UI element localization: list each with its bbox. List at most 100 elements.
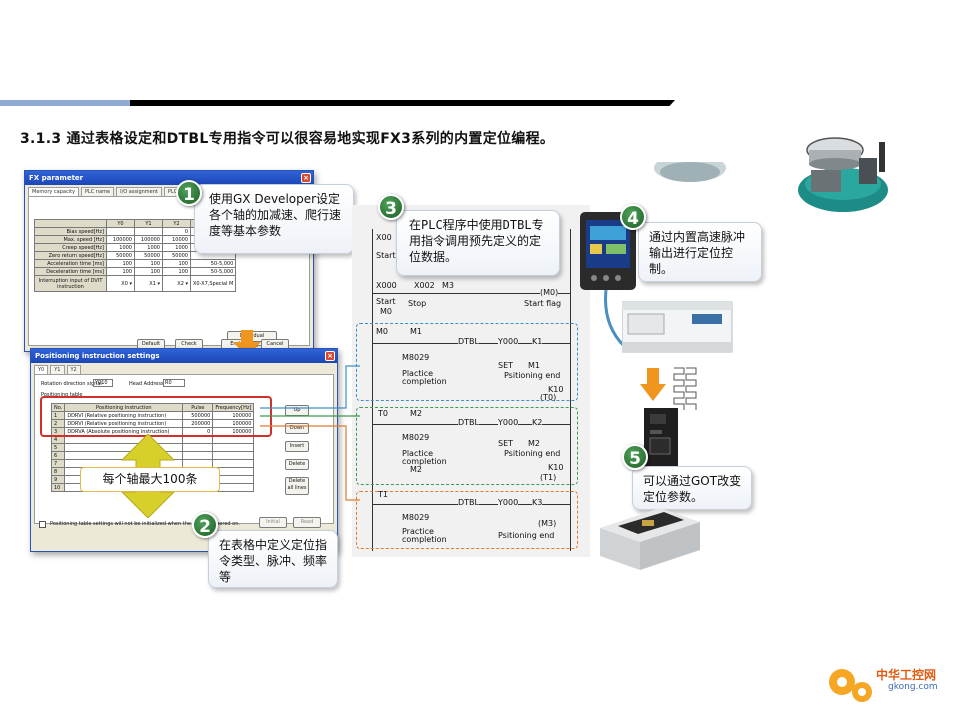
delete-all-lines-button[interactable]: Delete all lines bbox=[285, 477, 309, 495]
cell-input[interactable]: 100 bbox=[134, 259, 163, 268]
pos-window-title: Positioning instruction settings bbox=[35, 352, 160, 360]
cell-input[interactable]: 100 bbox=[134, 267, 163, 276]
delete-button[interactable]: Delete bbox=[285, 459, 309, 470]
cell-input[interactable]: 1000 bbox=[134, 243, 163, 252]
tab-y0[interactable]: Y0 bbox=[34, 365, 49, 374]
ladder-label: Psitioning end bbox=[498, 531, 555, 540]
ladder-contact-label: M8029 bbox=[402, 433, 430, 442]
cell-input[interactable]: 100000 bbox=[106, 235, 135, 244]
cell-input[interactable]: 100000 bbox=[134, 235, 163, 244]
tab-y1[interactable]: Y1 bbox=[50, 365, 65, 374]
insert-button[interactable]: Insert bbox=[285, 441, 309, 452]
cell-input[interactable] bbox=[134, 227, 163, 236]
initial-button[interactable]: Initial bbox=[259, 517, 287, 528]
step-badge-4: 4 bbox=[620, 204, 646, 230]
cell-input[interactable]: 100 bbox=[162, 267, 191, 276]
ladder-coil: (M3) bbox=[538, 519, 557, 528]
header-cell bbox=[34, 219, 107, 228]
select-value: X1 bbox=[149, 280, 156, 287]
row-label: Interruption input of DVIT instruction bbox=[34, 275, 107, 292]
close-icon[interactable]: × bbox=[325, 351, 335, 361]
step-badge-2: 2 bbox=[192, 512, 218, 538]
step-badge-3: 3 bbox=[378, 194, 404, 220]
init-checkbox[interactable] bbox=[39, 521, 46, 528]
cell-input[interactable]: 50000 bbox=[162, 251, 191, 260]
ladder-instruction: SET bbox=[498, 361, 514, 370]
ladder-operand: M2 bbox=[528, 439, 540, 448]
header-cell: Y0 bbox=[106, 219, 135, 228]
ladder-contact-label: M0 bbox=[380, 307, 392, 316]
pulse-cell[interactable] bbox=[182, 443, 214, 452]
gear-logo-icon bbox=[829, 669, 872, 702]
read-button[interactable]: Read bbox=[293, 517, 321, 528]
cell-select[interactable]: X1 ▾ bbox=[134, 275, 163, 292]
ladder-label: Psitioning end bbox=[504, 371, 561, 380]
cell-select[interactable]: X0 ▾ bbox=[106, 275, 135, 292]
cell-input[interactable]: 100 bbox=[106, 267, 135, 276]
ladder-contact-label: M0 bbox=[376, 327, 388, 336]
frequency-cell[interactable] bbox=[212, 459, 255, 468]
ladder-label: Start bbox=[376, 297, 396, 306]
ladder-contact-label: M8029 bbox=[402, 353, 430, 362]
callout-2: 在表格中定义定位指令类型、脉冲、频率等 bbox=[208, 530, 338, 588]
linear-stage-image bbox=[600, 508, 700, 570]
table-row: Acceleration time [ms] 100 100 100 50-5,… bbox=[34, 259, 237, 268]
ladder-operand: Y000 bbox=[498, 418, 519, 427]
step-badge-1: 1 bbox=[176, 180, 202, 206]
row-label: Zero return speed[Hz] bbox=[34, 251, 107, 260]
callout-4: 通过内置高速脉冲输出进行定位控制。 bbox=[638, 222, 762, 282]
ladder-contact-label: X002 bbox=[414, 281, 435, 290]
cell-input[interactable]: 50000 bbox=[106, 251, 135, 260]
tab-plc-name[interactable]: PLC name bbox=[81, 187, 115, 196]
cell-input[interactable]: 1000 bbox=[106, 243, 135, 252]
row-label: Creep speed[Hz] bbox=[34, 243, 107, 252]
cell-input[interactable]: 10000 bbox=[162, 235, 191, 244]
cell-select[interactable]: X2 ▾ bbox=[162, 275, 191, 292]
cell-input[interactable]: 0 bbox=[162, 227, 191, 236]
ladder-operand: Y000 bbox=[498, 337, 519, 346]
down-button[interactable]: Down bbox=[285, 423, 309, 434]
row-label: Deceleration time [ms] bbox=[34, 267, 107, 276]
count-note: 每个轴最大100条 bbox=[80, 467, 220, 492]
table-row: Interruption input of DVIT instruction X… bbox=[34, 275, 237, 292]
tab-memory-capacity[interactable]: Memory capacity bbox=[28, 187, 80, 196]
header-cell: Y2 bbox=[162, 219, 191, 228]
ladder-coil: (M0) bbox=[540, 288, 559, 297]
table-row[interactable]: 5 bbox=[50, 443, 255, 452]
cell-input[interactable]: 100 bbox=[162, 259, 191, 268]
row-number-cell: 7 bbox=[50, 459, 66, 468]
range-cell: X0-X7,Special M bbox=[189, 275, 237, 292]
table-row: Deceleration time [ms] 100 100 100 50-5,… bbox=[34, 267, 237, 276]
tab-io-assignment[interactable]: I/O assignment bbox=[116, 187, 162, 196]
pos-window-titlebar: Positioning instruction settings × bbox=[31, 349, 337, 363]
range-cell: 50-5,000 bbox=[189, 259, 237, 268]
ladder-instruction: DTBL bbox=[458, 337, 479, 346]
dtbl-block-2 bbox=[356, 407, 578, 485]
cell-input[interactable]: 1000 bbox=[162, 243, 191, 252]
ladder-coil: (T1) bbox=[540, 473, 557, 482]
header-rule bbox=[130, 100, 675, 106]
frequency-cell[interactable] bbox=[212, 451, 255, 460]
down-arrow-icon bbox=[640, 368, 666, 401]
ladder-operand: K2 bbox=[532, 418, 543, 427]
callout-1: 使用GX Developer设定各个轴的加减速、爬行速度等基本参数 bbox=[194, 184, 354, 254]
positioning-table-label: Positioning table bbox=[41, 392, 83, 398]
head-address-input[interactable]: R0 bbox=[163, 379, 185, 387]
cell-input[interactable]: 100 bbox=[106, 259, 135, 268]
cell-input[interactable]: 50000 bbox=[134, 251, 163, 260]
ladder-contact-label: M3 bbox=[442, 281, 454, 290]
frequency-cell[interactable] bbox=[212, 443, 255, 452]
tab-y2[interactable]: Y2 bbox=[66, 365, 81, 374]
close-icon[interactable]: × bbox=[301, 173, 311, 183]
logo-name: 中华工控网 bbox=[876, 668, 937, 682]
cell-input[interactable] bbox=[106, 227, 135, 236]
plc-unit-image bbox=[622, 301, 733, 353]
connector-lines bbox=[260, 365, 360, 501]
row-label: Max. speed [Hz] bbox=[34, 235, 107, 244]
dtbl-block-1 bbox=[356, 323, 578, 401]
pulse-cell[interactable] bbox=[182, 451, 214, 460]
select-value: X0 bbox=[121, 280, 128, 287]
rotation-input[interactable]: Y010 bbox=[93, 379, 113, 387]
